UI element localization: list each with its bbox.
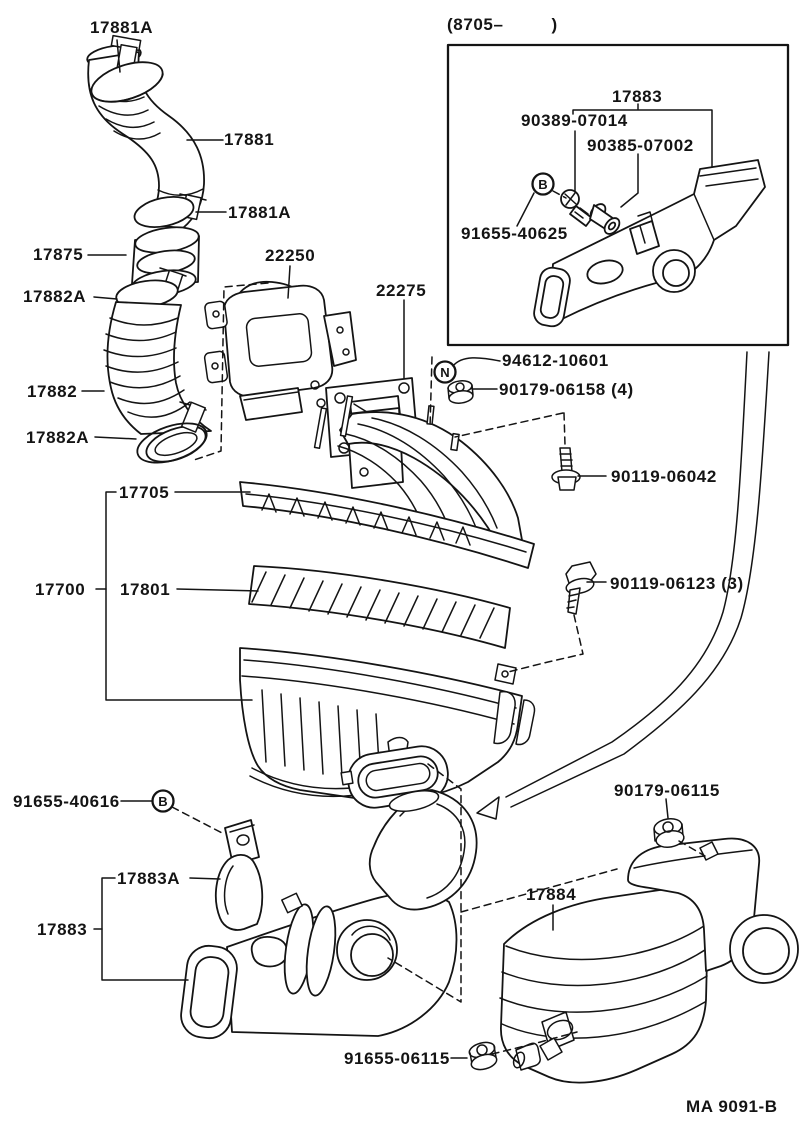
label-clamp-17881A-top: 17881A (90, 18, 154, 37)
label-nut-90179-06115: 90179-06115 (614, 781, 720, 800)
air-cleaner-cap-17705-drawing (239, 395, 535, 569)
label-nut-91655-06115: 91655-06115 (344, 1049, 450, 1068)
label-nut-90179-06158: 90179-06158 (4) (499, 380, 634, 399)
hose-17875-drawing (131, 226, 200, 297)
label-clamp-17882A-upper: 17882A (23, 287, 87, 306)
label-collar-90385-07002: 90385-07002 (587, 136, 694, 155)
label-bracket-22275: 22275 (376, 281, 427, 300)
leader-lines (81, 39, 669, 1059)
label-element-17801: 17801 (120, 580, 171, 599)
label-screw-90119-06042: 90119-06042 (611, 467, 717, 486)
duct-stay-17883A-drawing (214, 819, 264, 931)
drain-plug-drawing (512, 1042, 541, 1071)
label-bolt-90389-07014: 90389-07014 (521, 111, 628, 130)
nut-90179-06115-drawing (653, 818, 685, 848)
circled-n-marker: N (433, 360, 457, 384)
label-clamp-17881A-mid: 17881A (228, 203, 292, 222)
label-inset-caption: (8705– ) (447, 15, 558, 34)
intake-duct-17883-drawing (180, 789, 478, 1040)
filter-element-17801-drawing (248, 565, 511, 649)
hose-clamp-17882A-upper-drawing (115, 267, 187, 309)
screw-90119-06042-drawing (551, 447, 581, 491)
inset-circled-b-marker: B (531, 172, 555, 196)
label-hose-17875: 17875 (33, 245, 84, 264)
label-clip-91655-40625: 91655-40625 (461, 224, 568, 243)
label-resonator-17884: 17884 (526, 885, 577, 904)
circled-b-letter: B (538, 177, 547, 192)
hose-clamp-17881A-top-drawing (90, 34, 164, 103)
label-stay-17883A: 17883A (117, 869, 181, 888)
hose-clamp-17881A-mid-drawing (133, 193, 207, 228)
inset-box (446, 43, 790, 347)
dashed-leader-lines (171, 282, 706, 1055)
label-meter-22250: 22250 (265, 246, 316, 265)
air-cleaner-case-drawing (239, 647, 536, 809)
label-hose-17881: 17881 (224, 130, 275, 149)
label-clip-91655-40616: 91655-40616 (13, 792, 120, 811)
resonator-17884-drawing (387, 763, 799, 1084)
label-bolt-90119-06123: 90119-06123 (3) (610, 574, 744, 593)
label-assembly-17700: 17700 (35, 580, 86, 599)
inset-collar-90385-drawing (589, 203, 621, 235)
inset-air-duct-drawing (533, 159, 766, 328)
label-duct-17883: 17883 (37, 920, 88, 939)
figure-code: MA 9091-B (686, 1097, 778, 1116)
circled-b-letter-lower: B (158, 794, 167, 809)
label-nut-94612-10601: 94612-10601 (502, 351, 609, 370)
label-clamp-17882A-lower: 17882A (26, 428, 90, 447)
inset-bolt-90389-drawing (560, 189, 593, 227)
label-hose-17882: 17882 (27, 382, 78, 401)
label-cap-17705: 17705 (119, 483, 170, 502)
inset-leader-lines (516, 103, 713, 227)
air-flow-meter-22250-drawing (203, 280, 357, 421)
circled-n-letter: N (440, 365, 449, 380)
install-direction-arrow (476, 351, 770, 820)
nut-90179-06158-drawing (447, 380, 474, 404)
bolt-90119-06123-drawing (565, 561, 597, 615)
label-inset-duct-17883: 17883 (612, 87, 663, 106)
nut-91655-06115-drawing (468, 1041, 498, 1071)
hose-clamp-17882A-lower-drawing (136, 401, 208, 464)
circled-b-marker-lower: B (151, 789, 175, 813)
air-hose-17882-drawing (103, 301, 212, 463)
